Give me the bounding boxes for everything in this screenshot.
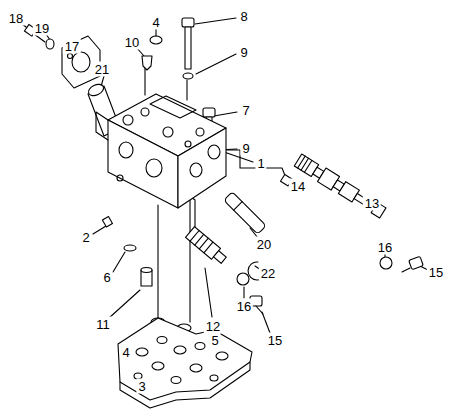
o-ring-4 bbox=[150, 36, 162, 44]
callout-number: 15 bbox=[427, 265, 445, 280]
callout-number: 8 bbox=[238, 9, 249, 24]
callout-number: 4 bbox=[150, 15, 161, 30]
callout-number: 16 bbox=[235, 299, 253, 314]
callout-number: 10 bbox=[123, 35, 141, 50]
nut-16 bbox=[237, 273, 249, 285]
screw-15 bbox=[402, 256, 423, 272]
callout-number: 9 bbox=[238, 45, 249, 60]
washer-9 bbox=[183, 73, 193, 79]
o-ring-6 bbox=[124, 245, 136, 251]
valve-body-1 bbox=[96, 94, 226, 208]
callout-number: 19 bbox=[33, 21, 51, 36]
callout-number: 3 bbox=[136, 379, 147, 394]
callout-number: 5 bbox=[209, 333, 220, 348]
callout-number: 7 bbox=[240, 103, 251, 118]
valve-12 bbox=[186, 227, 229, 266]
callout-number: 9 bbox=[240, 141, 251, 156]
callout-number: 21 bbox=[93, 62, 111, 77]
nut-16 bbox=[380, 257, 392, 269]
plug-10 bbox=[142, 56, 152, 70]
callout-number: 12 bbox=[204, 319, 222, 334]
callout-number: 14 bbox=[289, 179, 307, 194]
callout-number: 15 bbox=[266, 333, 284, 348]
leader-lines bbox=[22, 18, 428, 380]
callout-number: 20 bbox=[255, 237, 273, 252]
callout-number: 6 bbox=[101, 270, 112, 285]
callout-number: 11 bbox=[94, 317, 112, 332]
callout-number: 16 bbox=[376, 240, 394, 255]
orifice-11 bbox=[141, 268, 152, 287]
callout-number: 2 bbox=[80, 230, 91, 245]
callout-number: 18 bbox=[7, 11, 25, 26]
callout-number: 17 bbox=[63, 39, 81, 54]
washer-19 bbox=[46, 39, 54, 49]
bolt-8 bbox=[182, 18, 194, 69]
plate-3 bbox=[118, 318, 252, 408]
callout-number: 13 bbox=[363, 196, 381, 211]
plug-2 bbox=[102, 217, 112, 227]
callout-number: 1 bbox=[255, 156, 266, 171]
spool-13 bbox=[294, 153, 387, 220]
rod-20 bbox=[224, 192, 266, 234]
callout-number: 22 bbox=[259, 266, 277, 281]
callout-number: 4 bbox=[120, 345, 131, 360]
